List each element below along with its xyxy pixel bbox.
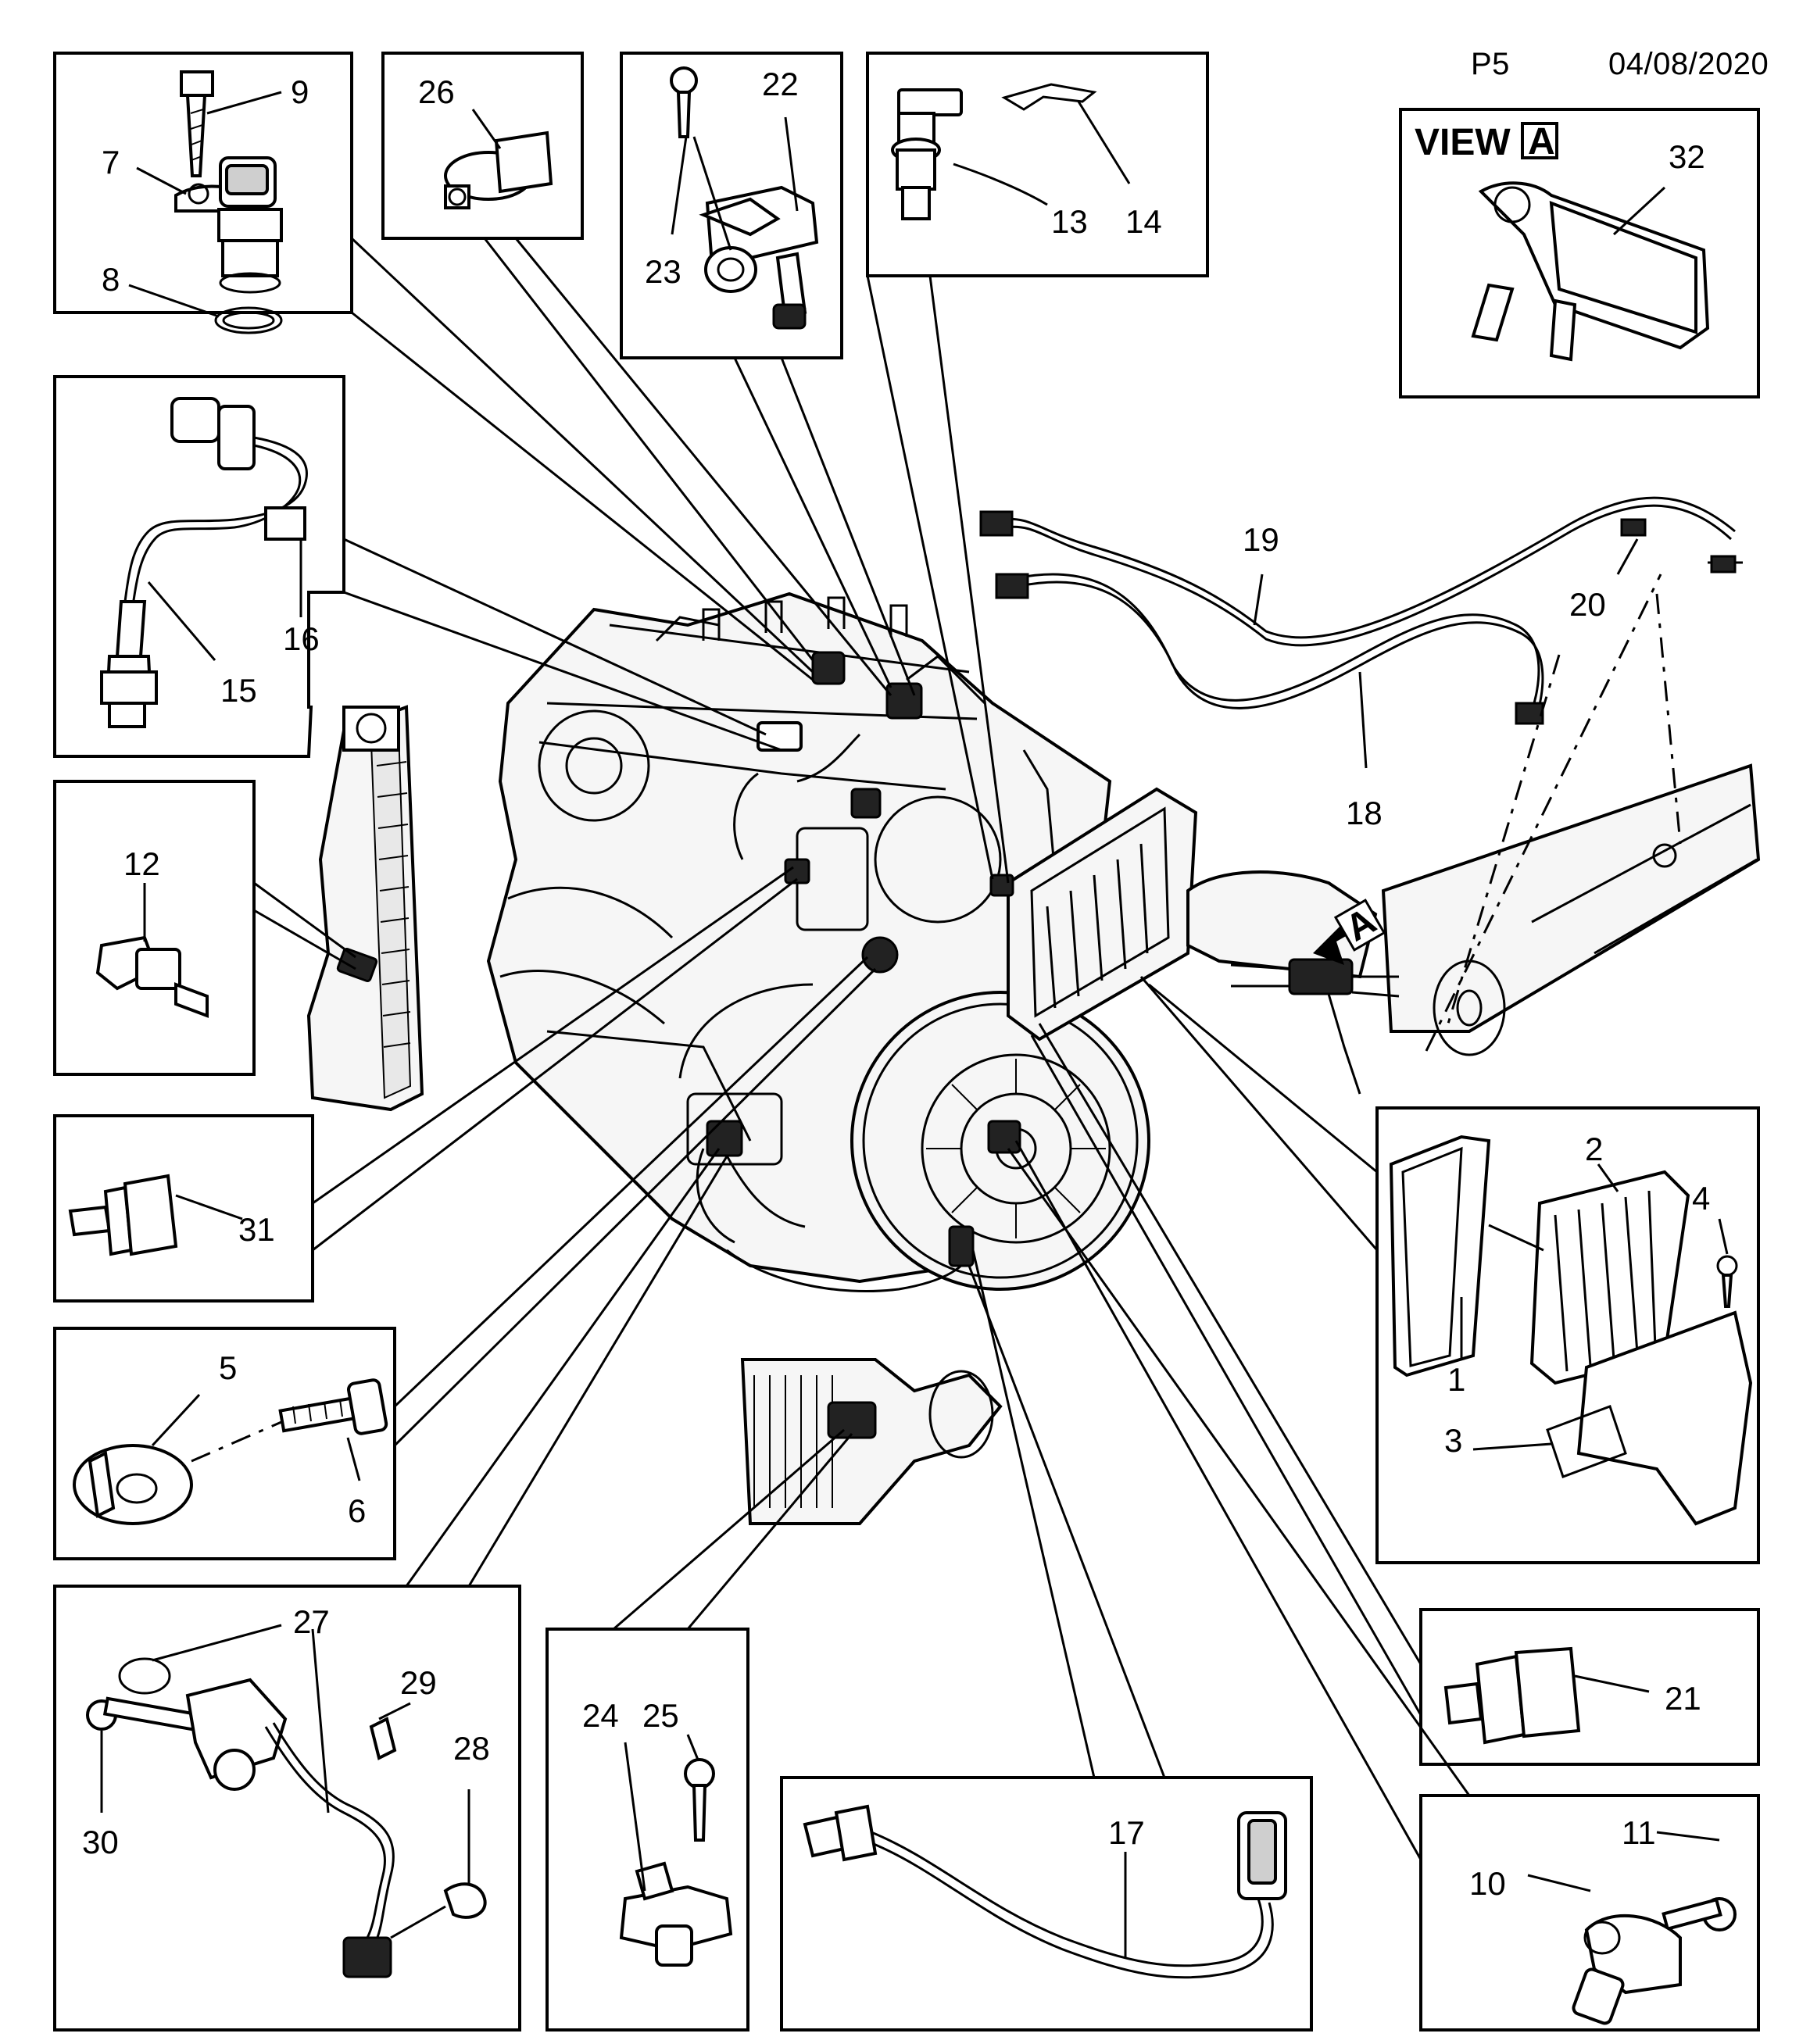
inset-oil-switch-31: 31: [68, 1174, 275, 1256]
callout-11: 11: [1622, 1814, 1656, 1851]
leader-lines: [253, 237, 1471, 1860]
main-callouts: 19 20 18: [1243, 521, 1639, 831]
callout-3: 3: [1444, 1422, 1462, 1459]
inset-camshaft-sensor: 9 7 8: [102, 70, 309, 334]
view-label: VIEW: [1415, 122, 1511, 163]
callout-13: 13: [1051, 203, 1088, 240]
callout-7: 7: [102, 144, 120, 180]
callout-27: 27: [293, 1603, 330, 1640]
callout-30: 30: [82, 1824, 119, 1860]
callout-4: 4: [1692, 1180, 1710, 1217]
callout-6: 6: [348, 1492, 366, 1529]
callout-16: 16: [283, 620, 320, 657]
callout-21: 21: [1665, 1680, 1701, 1717]
callout-22: 22: [762, 66, 799, 102]
inset-temp-sensor: 13 14: [891, 83, 1162, 240]
callout-32: 32: [1669, 138, 1705, 175]
callout-12: 12: [123, 845, 160, 882]
view-letter: A: [1528, 121, 1555, 163]
callout-24: 24: [582, 1697, 619, 1734]
callout-23: 23: [645, 253, 681, 290]
callout-9: 9: [291, 73, 309, 110]
callout-2: 2: [1585, 1131, 1603, 1167]
inset-map-sensor: 22 23: [645, 66, 819, 330]
callout-5: 5: [219, 1349, 237, 1386]
callout-17: 17: [1108, 1814, 1145, 1851]
callout-25: 25: [642, 1697, 679, 1734]
inset-view-a: VIEW A 32: [1415, 121, 1710, 362]
inset-speed-sensor: 11 10: [1469, 1814, 1737, 2025]
callout-10: 10: [1469, 1865, 1506, 1902]
callout-29: 29: [400, 1664, 437, 1701]
callout-15: 15: [220, 672, 257, 709]
callout-14: 14: [1125, 203, 1162, 240]
exhaust-temperature-harness: [979, 496, 1743, 1052]
callout-8: 8: [102, 261, 120, 298]
callout-19: 19: [1243, 521, 1279, 558]
callout-31: 31: [238, 1211, 275, 1248]
inset-pressure-switch-21: 21: [1443, 1646, 1701, 1745]
callout-1: 1: [1447, 1361, 1465, 1398]
inset-pressure-switch: 26: [418, 73, 553, 209]
callout-18: 18: [1346, 795, 1383, 831]
inset-temp-sensor-12: 12: [95, 845, 209, 1018]
inset-knock-sensor: 5 6: [73, 1349, 388, 1529]
callout-20: 20: [1569, 586, 1606, 623]
page-date: 04/08/2020: [1608, 47, 1769, 81]
inset-cam-sensor-24: 24 25: [582, 1697, 733, 1967]
inset-lambda-sensor: 17: [803, 1804, 1287, 1979]
callout-28: 28: [453, 1730, 490, 1767]
inset-crank-sensor: 27 29 28 30: [82, 1603, 490, 1978]
callout-26: 26: [418, 73, 455, 110]
inset-ecu-assembly: 2 4 1 3: [1389, 1131, 1753, 1526]
page-code: P5: [1471, 47, 1510, 81]
inset-oxygen-sensor: 16 15: [100, 397, 320, 728]
